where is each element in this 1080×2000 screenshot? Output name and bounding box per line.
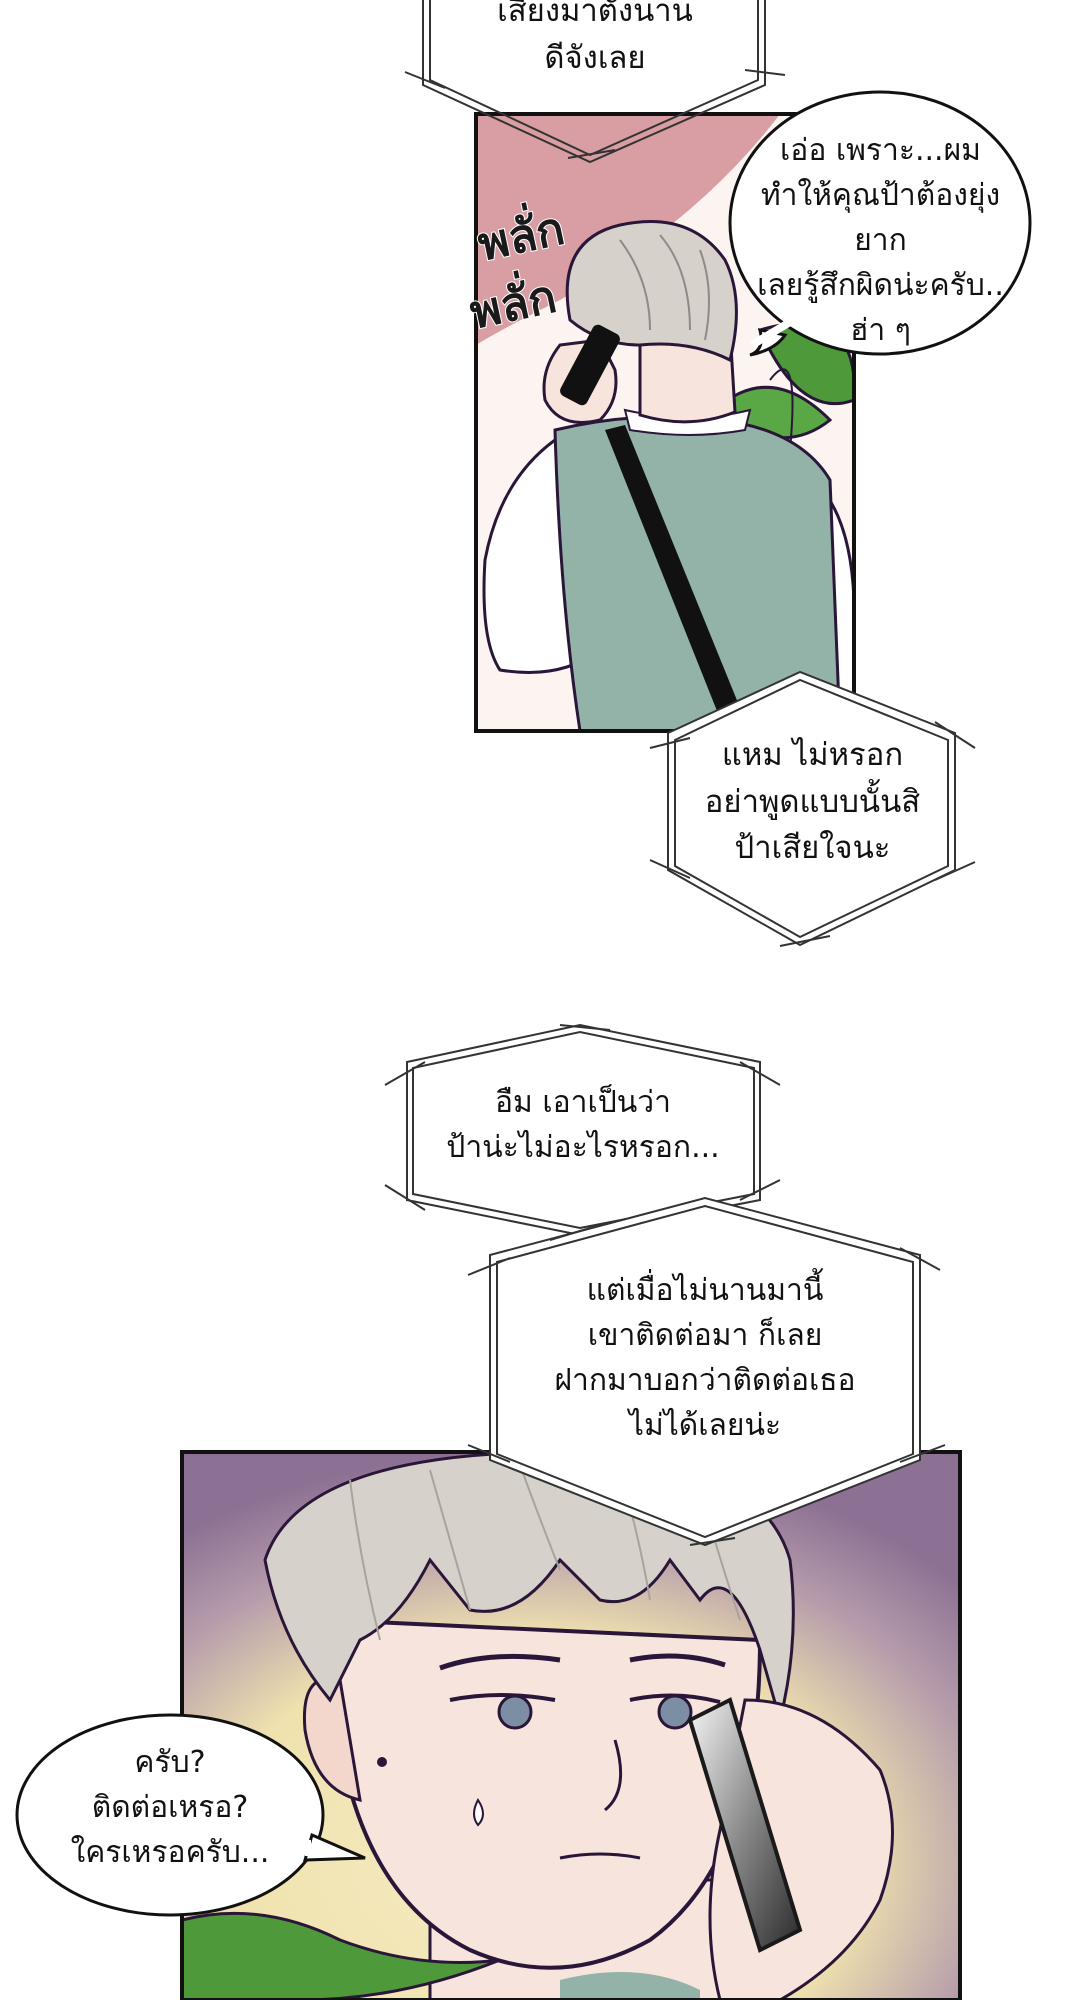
caption-aunt-2: แต่เมื่อไม่นานมานี้ เขาติดต่อมา ก็เลย ฝา…	[554, 1273, 856, 1443]
caption-aunt-reassure: แหม ไม่หรอก อย่าพูดแบบนั้นสิ ป้าเสียใจนะ	[704, 737, 921, 866]
panel-closeup	[180, 1450, 962, 2000]
leaf-closeup	[182, 1911, 501, 2000]
caption-frame-top	[404, 0, 786, 164]
bag-strap	[605, 425, 745, 731]
caption-top-text: เสียงมาตั้งนาน ดีจังเลย	[497, 0, 693, 76]
panel-border	[474, 112, 856, 733]
caption-frame-aunt-2	[467, 1196, 946, 1547]
caption-aunt-1: อืม เอาเป็นว่า ป้าน่ะไม่อะไรหรอก...	[446, 1085, 720, 1165]
eyes	[449, 1693, 721, 1730]
caption-frame-aunt-1	[384, 1023, 781, 1237]
mouth	[559, 1852, 641, 1860]
phone-closeup	[687, 1697, 803, 1953]
speech-bubble-question-shape	[15, 1713, 366, 1917]
speech-bubble-question: ครับ? ติดต่อเหรอ? ใครเหรอครับ...	[70, 1745, 270, 1870]
caption-frame-reassure	[649, 670, 976, 947]
speech-bubble-apology-shape	[728, 90, 1032, 357]
phone	[560, 324, 620, 406]
hair-back	[565, 220, 738, 363]
speech-bubble-apology: เอ่อ เพราะ...ผม ทำให้คุณป้าต้องยุ่งยาก เ…	[757, 133, 1004, 348]
